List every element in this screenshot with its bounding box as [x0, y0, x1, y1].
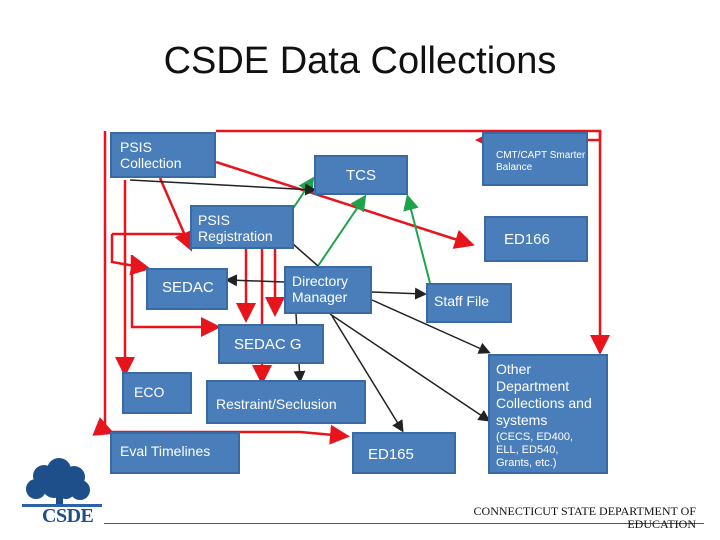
staff-file-label: Staff File	[434, 293, 489, 309]
eco-box: ECO	[122, 372, 192, 414]
eval-timelines-label: Eval Timelines	[120, 443, 211, 459]
red-arrow-to-sedac-g	[130, 255, 221, 337]
red-arrow-psis-to-ed166	[215, 160, 475, 249]
csde-logo-text: CSDE	[42, 505, 94, 527]
cmt-capt-label: CMT/CAPT Smarter Balance	[496, 150, 586, 173]
psis-registration-label: PSIS Registration	[198, 212, 273, 245]
footer-org-line2: EDUCATION	[627, 517, 696, 532]
sedac-g-label: SEDAC G	[234, 336, 302, 353]
psis-collection-box: PSIS Collection	[110, 132, 216, 178]
sedac-label: SEDAC	[162, 279, 214, 296]
black-arrow-psis-to-tcs	[129, 179, 317, 196]
csde-tree-logo-icon	[22, 458, 102, 507]
ed166-label: ED166	[504, 231, 550, 248]
directory-manager-label: Directory Manager	[292, 273, 349, 306]
other-collections-box: Other Department Collections and systems…	[488, 354, 608, 474]
other-collections-detail: (CECS, ED400, ELL, ED540, Grants, etc.)	[496, 431, 574, 469]
footer-org-name: CONNECTICUT STATE DEPARTMENT OF EDUCATIO…	[440, 504, 696, 532]
eval-timelines-box: Eval Timelines	[110, 432, 240, 474]
black-arrow-dm-to-other	[371, 299, 491, 354]
tcs-label: TCS	[346, 167, 376, 184]
eco-label: ECO	[134, 384, 165, 400]
black-arrow-dm-to-staff	[371, 287, 427, 300]
staff-file-box: Staff File	[426, 283, 512, 323]
psis-collection-label: PSIS Collection	[120, 139, 182, 172]
ed165-box: ED165	[352, 432, 456, 474]
green-arrow-dm-to-tcs	[317, 194, 367, 267]
other-collections-label: Other Department Collections and systems	[496, 361, 592, 429]
sedac-g-box: SEDAC G	[218, 324, 324, 364]
ed165-label: ED165	[368, 446, 414, 463]
restraint-seclusion-label: Restraint/Seclusion	[216, 396, 337, 412]
black-arrow-dm-to-other-2	[329, 313, 491, 422]
sedac-box: SEDAC	[146, 268, 228, 310]
red-arrow-reg-to-sedac	[110, 232, 190, 268]
red-arrow-to-psis-reg	[158, 177, 194, 252]
page-title: CSDE Data Collections	[163, 40, 557, 82]
ed166-box: ED166	[484, 216, 588, 262]
psis-registration-box: PSIS Registration	[190, 205, 294, 249]
black-arrow-dm-to-sedac	[225, 274, 285, 287]
footer-divider	[104, 523, 704, 524]
footer-org-line1: CONNECTICUT STATE DEPARTMENT OF	[473, 504, 696, 518]
black-arrow-dm-to-ed165	[331, 315, 404, 433]
black-arrow-reg-to-dm	[292, 243, 319, 267]
tcs-box: TCS	[314, 155, 408, 195]
green-arrow-staff-to-tcs	[403, 194, 431, 284]
cmt-capt-box: CMT/CAPT Smarter Balance	[482, 132, 588, 186]
red-arrow-left-to-eval	[92, 131, 115, 436]
restraint-seclusion-box: Restraint/Seclusion	[206, 380, 366, 424]
directory-manager-box: Directory Manager	[284, 266, 372, 314]
